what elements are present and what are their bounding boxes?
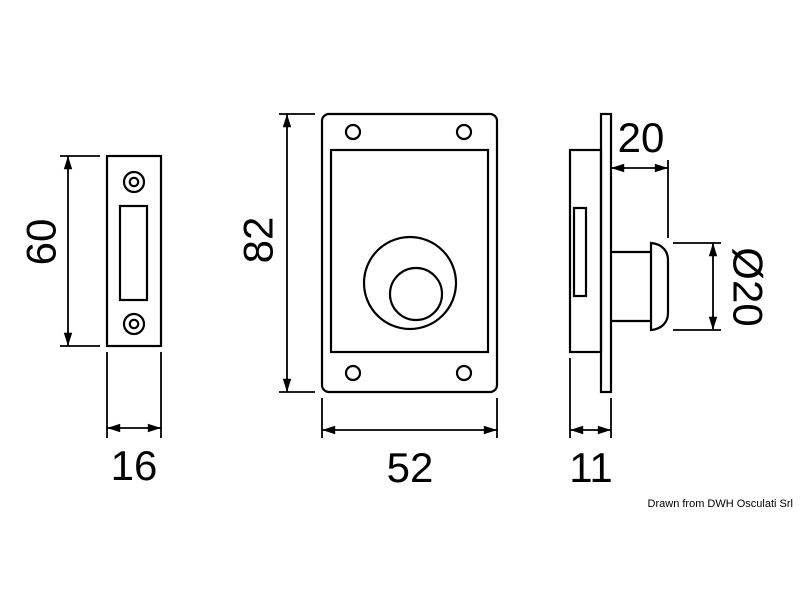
side-view: 20 Ø20 11 (568, 112, 771, 491)
dimension-label-lock-height: 82 (235, 217, 282, 264)
strike-plate-outline (105, 154, 163, 348)
dimension-strike-plate-height: 60 (18, 155, 100, 347)
credit-text: Drawn from DWH Osculati Srl (648, 498, 793, 510)
latch-slot-detail (572, 206, 588, 298)
screw-hole (122, 170, 146, 194)
screw-hole (455, 364, 473, 382)
screw-hole (122, 312, 146, 336)
screw-hole (455, 123, 473, 141)
dimension-knob-diameter: Ø20 (673, 242, 771, 331)
lock-case-outline (329, 148, 490, 354)
dimension-strike-plate-width: 16 (106, 352, 162, 489)
dimension-label-strike-width: 16 (111, 442, 158, 489)
screw-hole (344, 364, 362, 382)
screw-hole (344, 123, 362, 141)
screw-hole-center (128, 318, 140, 330)
knob-inner-circle (388, 266, 444, 322)
dimension-label-knob-diameter: Ø20 (724, 247, 771, 326)
dimension-knob-protrusion: 20 (611, 114, 669, 238)
lock-case-side (568, 148, 603, 354)
strike-plate-slot (118, 204, 149, 302)
front-view: 82 52 (235, 112, 499, 491)
mounting-plate-outline (320, 112, 499, 394)
strike-plate-view: 60 16 (18, 154, 163, 489)
dimension-label-case-depth: 11 (569, 444, 613, 491)
mounting-plate-edge (599, 112, 613, 394)
dimension-lock-width: 52 (321, 398, 498, 491)
dimension-lock-height: 82 (235, 113, 315, 393)
screw-hole-center (128, 176, 140, 188)
knob-outer-circle (362, 235, 458, 331)
dimension-label-strike-height: 60 (18, 219, 65, 266)
dimension-case-depth: 11 (569, 358, 613, 491)
dimension-label-lock-width: 52 (387, 444, 434, 491)
knob-cap (649, 241, 670, 332)
dimension-label-knob-protrusion: 20 (618, 114, 665, 161)
